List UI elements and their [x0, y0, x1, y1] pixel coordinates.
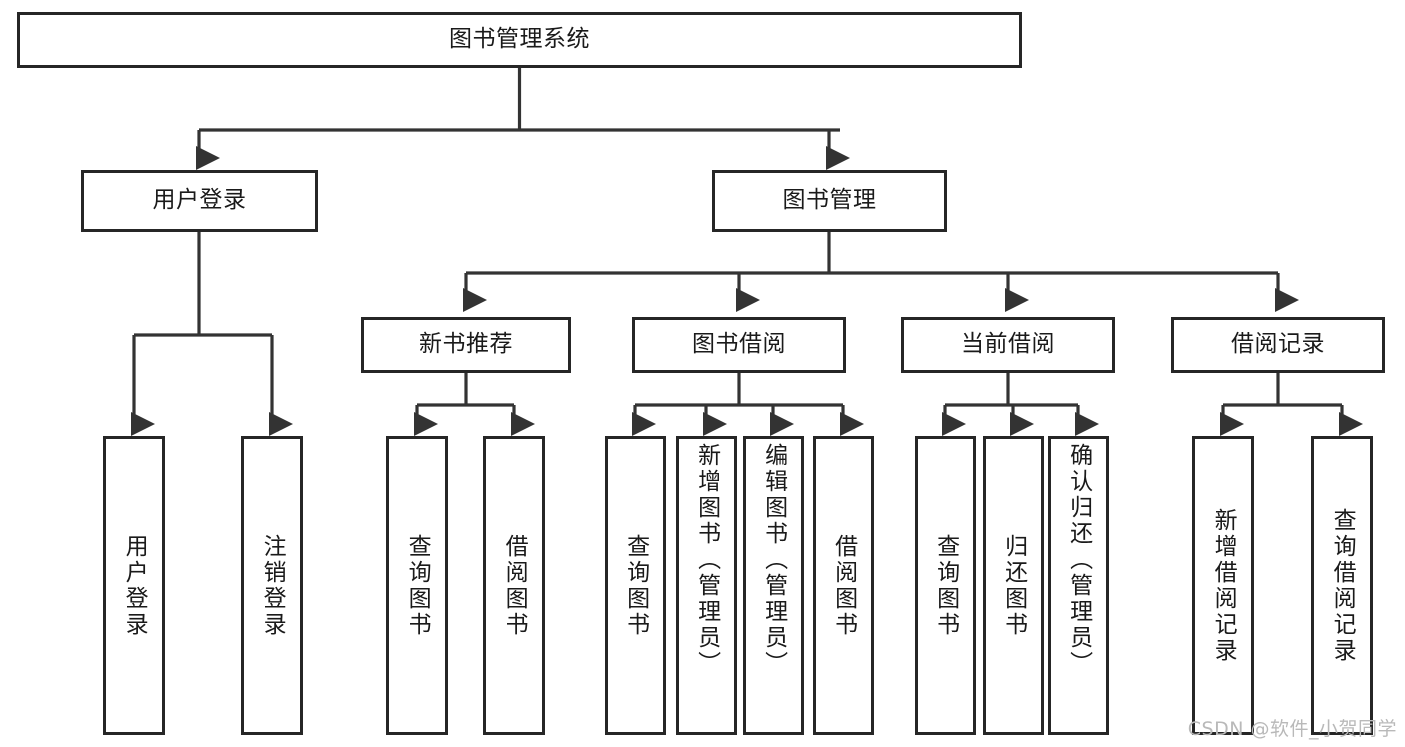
node-label: 查询借阅记录 [1329, 507, 1356, 664]
node-label: 新书推荐 [419, 331, 513, 358]
node-leaf-book-borrow-edit-admin[interactable]: 编辑图书（管理员） [743, 436, 804, 735]
watermark-text: CSDN @软件_小贺同学 [1187, 718, 1397, 740]
node-label: 注销登录 [259, 533, 286, 638]
node-leaf-book-borrow-borrow[interactable]: 借阅图书 [813, 436, 874, 735]
node-book-management[interactable]: 图书管理 [712, 170, 947, 232]
node-label: 图书管理 [782, 187, 877, 214]
node-root-book-management-system[interactable]: 图书管理系统 [17, 12, 1022, 68]
node-label: 用户登录 [152, 187, 247, 214]
node-leaf-current-borrow-return[interactable]: 归还图书 [983, 436, 1044, 735]
node-label: 当前借阅 [961, 331, 1055, 358]
node-leaf-borrow-record-add[interactable]: 新增借阅记录 [1192, 436, 1254, 735]
node-label: 查询图书 [622, 533, 649, 638]
node-label: 借阅记录 [1231, 331, 1325, 358]
node-label: 查询图书 [932, 533, 959, 638]
node-current-borrow[interactable]: 当前借阅 [901, 317, 1115, 373]
node-label: 用户登录 [121, 533, 148, 638]
node-label: 新增借阅记录 [1210, 507, 1237, 664]
node-leaf-user-login-signout[interactable]: 注销登录 [241, 436, 303, 735]
node-book-borrow[interactable]: 图书借阅 [632, 317, 846, 373]
node-label: 借阅图书 [501, 533, 528, 638]
node-label: 确认归还（管理员） [1065, 443, 1092, 677]
node-leaf-new-book-query[interactable]: 查询图书 [386, 436, 448, 735]
node-label: 新增图书（管理员） [693, 443, 720, 677]
node-label: 图书借阅 [692, 331, 786, 358]
node-leaf-book-borrow-add-admin[interactable]: 新增图书（管理员） [676, 436, 737, 735]
node-leaf-current-borrow-query[interactable]: 查询图书 [915, 436, 976, 735]
node-label: 查询图书 [404, 533, 431, 638]
node-leaf-book-borrow-query[interactable]: 查询图书 [605, 436, 666, 735]
node-label: 编辑图书（管理员） [760, 443, 787, 677]
node-label: 图书管理系统 [449, 26, 590, 53]
node-leaf-current-borrow-confirm-admin[interactable]: 确认归还（管理员） [1048, 436, 1109, 735]
node-leaf-borrow-record-query[interactable]: 查询借阅记录 [1311, 436, 1373, 735]
node-label: 借阅图书 [830, 533, 857, 638]
node-leaf-new-book-borrow[interactable]: 借阅图书 [483, 436, 545, 735]
node-user-login[interactable]: 用户登录 [81, 170, 318, 232]
node-leaf-user-login-signin[interactable]: 用户登录 [103, 436, 165, 735]
node-new-book-recommend[interactable]: 新书推荐 [361, 317, 571, 373]
node-borrow-record[interactable]: 借阅记录 [1171, 317, 1385, 373]
node-label: 归还图书 [1000, 533, 1027, 638]
